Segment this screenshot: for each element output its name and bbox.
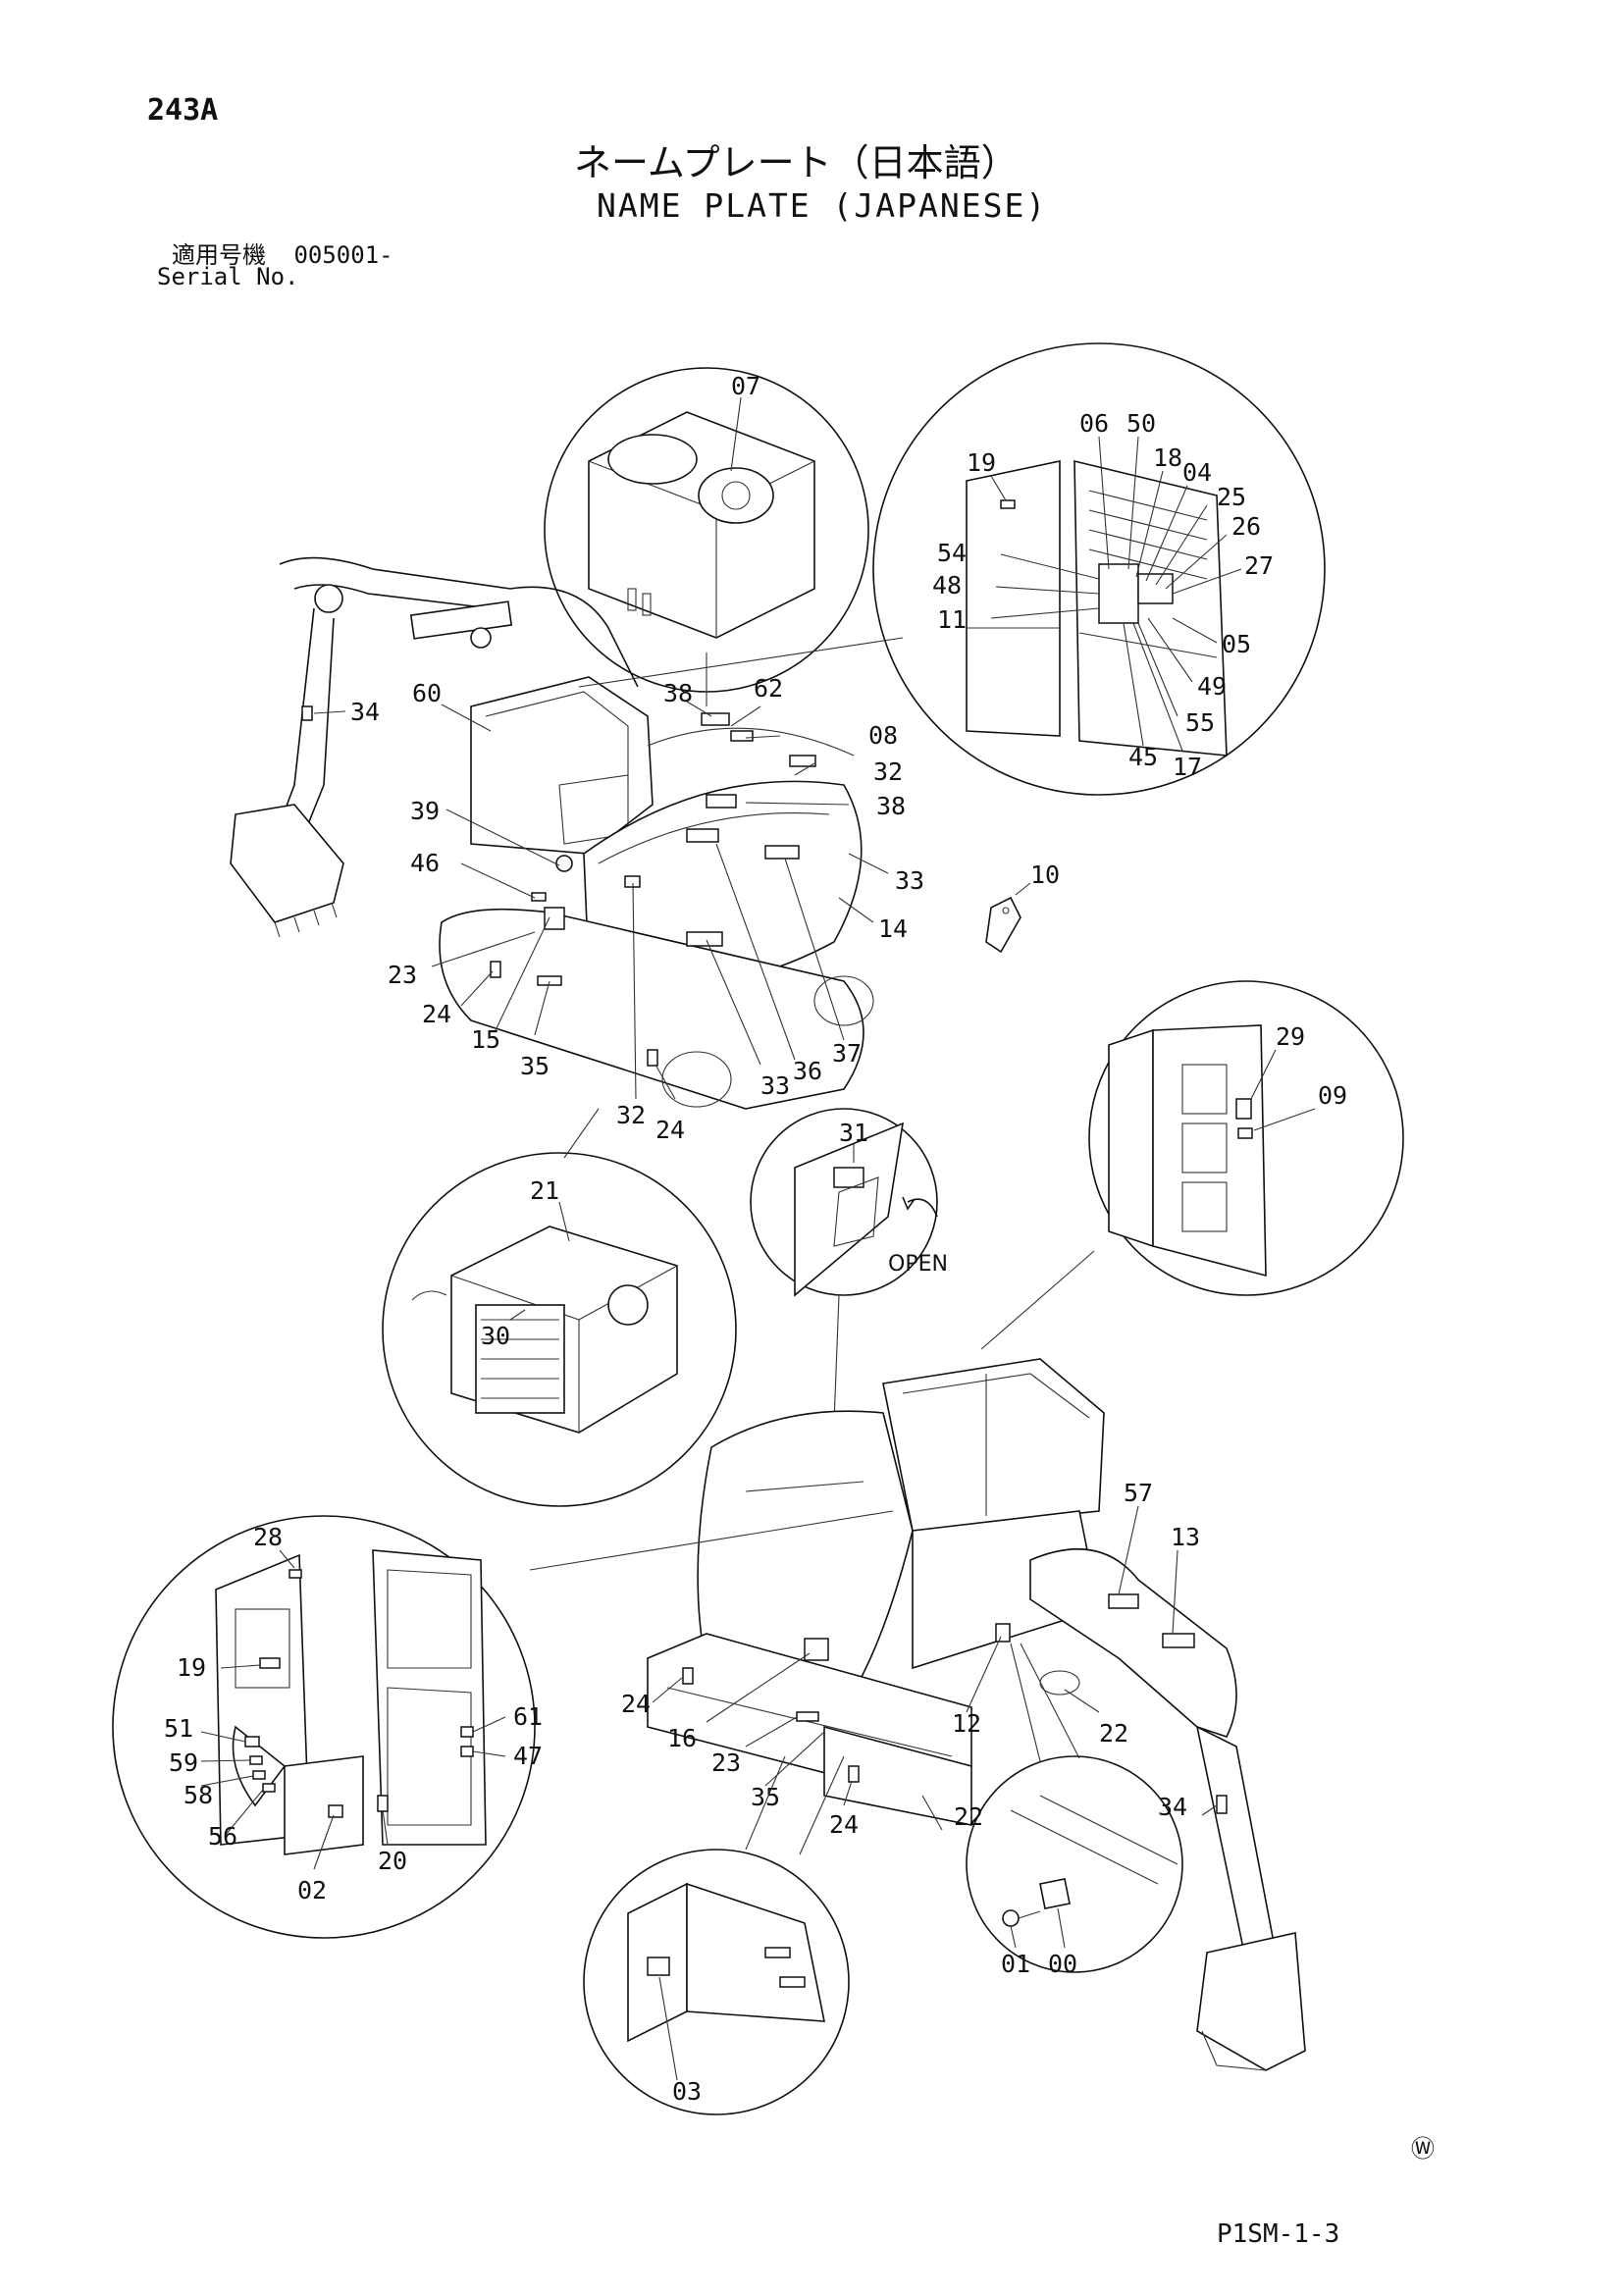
cover-open-detail: 31 OPEN <box>750 1108 948 1424</box>
callout-58: 58 <box>183 1781 213 1809</box>
cab-interior-detail <box>112 1510 894 1939</box>
callout-09: 09 <box>1318 1081 1347 1110</box>
callout-32-b: 32 <box>616 1101 646 1129</box>
callout-56: 56 <box>208 1822 237 1851</box>
callout-11: 11 <box>937 605 967 634</box>
callout-16: 16 <box>667 1724 697 1752</box>
tank-detail: 07 <box>544 367 869 706</box>
callout-45: 45 <box>1128 743 1158 771</box>
callout-01: 01 <box>1001 1950 1030 1978</box>
callout-24-b: 24 <box>655 1116 685 1144</box>
callout-15: 15 <box>471 1025 500 1054</box>
excavator-top-view <box>230 556 874 1110</box>
callout-35-b: 35 <box>751 1783 780 1811</box>
cab-interior-leader-lines <box>200 1549 506 1870</box>
callout-29: 29 <box>1276 1022 1305 1051</box>
callout-47: 47 <box>513 1742 543 1770</box>
callout-24-c: 24 <box>621 1690 651 1718</box>
document-code: P1SM-1-3 <box>1217 2219 1340 2249</box>
callout-34: 34 <box>350 698 380 726</box>
excavator-top-leader-lines <box>313 701 889 1100</box>
callout-33-b: 33 <box>760 1071 790 1100</box>
callout-19-b: 19 <box>177 1653 206 1682</box>
watermark-icon: Ⓦ <box>1411 2135 1435 2163</box>
callout-23-b: 23 <box>711 1748 741 1777</box>
callout-46: 46 <box>410 849 440 877</box>
callout-50: 50 <box>1126 409 1156 438</box>
callout-24: 24 <box>422 1000 451 1028</box>
callout-00: 00 <box>1048 1950 1077 1978</box>
callout-31: 31 <box>839 1119 868 1147</box>
cover-open-label: OPEN <box>888 1252 948 1277</box>
callout-02: 02 <box>297 1876 327 1905</box>
excavator-rear-callouts: 57 13 24 16 23 35 12 22 24 22 34 <box>621 1479 1200 1839</box>
door-label-leader-lines <box>990 436 1242 752</box>
excavator-rear-leader-lines <box>652 1505 1218 1831</box>
callout-49: 49 <box>1197 672 1227 701</box>
callout-39: 39 <box>410 797 440 825</box>
callout-34-b: 34 <box>1158 1793 1187 1821</box>
serial-label-english: Serial No. <box>157 263 299 290</box>
engine-detail: 21 30 <box>382 1108 737 1507</box>
callout-38: 38 <box>663 679 693 707</box>
callout-33: 33 <box>895 866 924 895</box>
tag-part: 10 <box>985 861 1060 954</box>
callout-59: 59 <box>169 1748 198 1777</box>
page-title-japanese: ネームプレート（日本語） <box>574 141 1019 184</box>
callout-55: 55 <box>1185 708 1215 737</box>
cab-interior-callouts: 28 19 51 59 58 56 02 20 61 47 <box>164 1523 543 1905</box>
callout-05: 05 <box>1222 630 1251 658</box>
step-detail: 03 <box>583 1755 850 2115</box>
callout-04: 04 <box>1182 458 1212 487</box>
callout-38-b: 38 <box>876 792 906 820</box>
callout-35: 35 <box>520 1052 550 1080</box>
callout-18: 18 <box>1153 444 1182 472</box>
callout-36: 36 <box>793 1057 822 1085</box>
callout-06: 06 <box>1079 409 1109 438</box>
callout-22: 22 <box>1099 1719 1128 1748</box>
serial-value: 005001- <box>293 241 393 269</box>
callout-19: 19 <box>967 448 996 477</box>
callout-22-b: 22 <box>954 1802 983 1831</box>
callout-57: 57 <box>1124 1479 1153 1507</box>
callout-13: 13 <box>1171 1523 1200 1551</box>
callout-48: 48 <box>932 571 962 600</box>
callout-10: 10 <box>1030 861 1060 889</box>
callout-61: 61 <box>513 1702 543 1731</box>
callout-27: 27 <box>1244 551 1274 580</box>
callout-20: 20 <box>378 1847 407 1875</box>
callout-07: 07 <box>731 372 760 400</box>
callout-14: 14 <box>878 914 908 943</box>
callout-30: 30 <box>481 1322 510 1350</box>
callout-17: 17 <box>1173 753 1202 781</box>
callout-25: 25 <box>1217 483 1246 511</box>
callout-32: 32 <box>873 757 903 786</box>
side-door-detail: 29 09 <box>980 980 1404 1350</box>
callout-12: 12 <box>952 1709 981 1738</box>
door-label-callouts: 19 06 50 18 04 25 26 27 54 48 11 05 49 5… <box>932 409 1274 781</box>
callout-62: 62 <box>754 674 783 703</box>
serial-number-line: 適用号機 005001- <box>172 235 393 270</box>
callout-24-d: 24 <box>829 1810 859 1839</box>
callout-21: 21 <box>530 1176 559 1205</box>
callout-37: 37 <box>832 1039 862 1068</box>
callout-03: 03 <box>672 2077 702 2106</box>
callout-28: 28 <box>253 1523 283 1551</box>
excavator-rear-view <box>647 1358 1306 2071</box>
page-number: 243A <box>147 93 219 128</box>
page-title-english: NAME PLATE (JAPANESE) <box>597 186 1048 225</box>
plate-detail: 01 00 <box>966 1643 1183 1978</box>
callout-51: 51 <box>164 1714 193 1743</box>
callout-08: 08 <box>868 721 898 750</box>
serial-label-japanese: 適用号機 <box>172 241 266 269</box>
callout-23: 23 <box>388 961 417 989</box>
callout-54: 54 <box>937 539 967 567</box>
callout-60: 60 <box>412 679 442 707</box>
excavator-top-callouts: 34 60 38 62 08 32 38 39 46 33 14 23 24 1… <box>350 674 924 1144</box>
callout-26: 26 <box>1231 512 1261 541</box>
